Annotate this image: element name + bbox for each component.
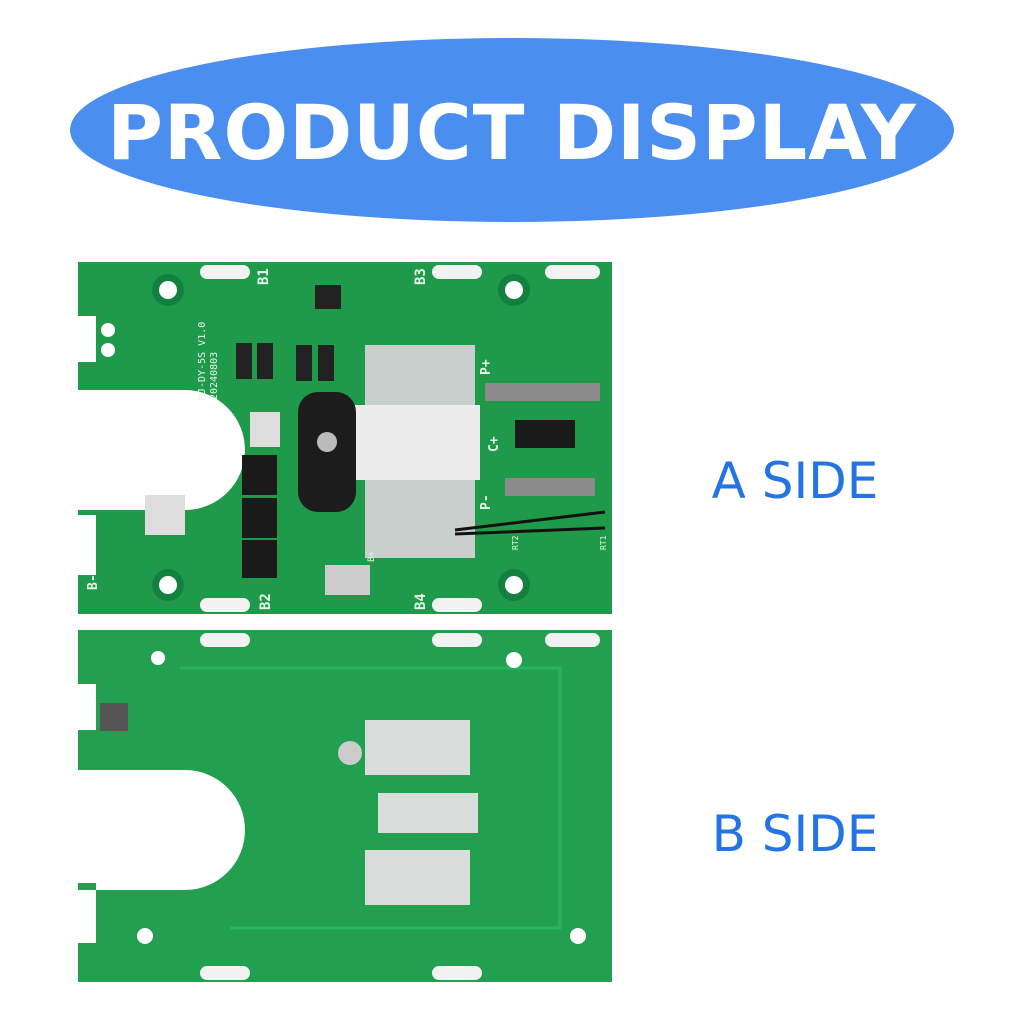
silk-p-plus: P+ <box>479 359 494 375</box>
silk-b2: B2 <box>258 593 274 610</box>
board-a-photo: MJ-DY-5S V1.0 20240803 B1 B3 B2 B4 B- B+… <box>78 262 612 614</box>
silk-c-plus: C+ <box>487 436 502 452</box>
board-b-photo <box>78 630 612 982</box>
silk-b-minus: B- <box>86 574 101 590</box>
page-title: PRODUCT DISPLAY <box>107 88 917 177</box>
silk-rt2: RT2 <box>511 535 520 550</box>
silk-rt1: RT1 <box>599 535 608 550</box>
silk-model: MJ-DY-5S V1.0 <box>197 322 208 400</box>
silk-b-plus: B+ <box>367 551 377 562</box>
a-side-label: A SIDE <box>711 452 879 510</box>
silk-date: 20240803 <box>209 352 220 400</box>
silk-p-minus: P- <box>479 494 494 510</box>
b-side-label: B SIDE <box>711 805 879 863</box>
silk-b3: B3 <box>413 268 429 285</box>
board-b-pcb <box>78 630 612 982</box>
silk-b4: B4 <box>413 593 429 610</box>
banner-ellipse <box>70 38 954 222</box>
banner <box>70 38 954 222</box>
silk-b1: B1 <box>256 268 272 285</box>
